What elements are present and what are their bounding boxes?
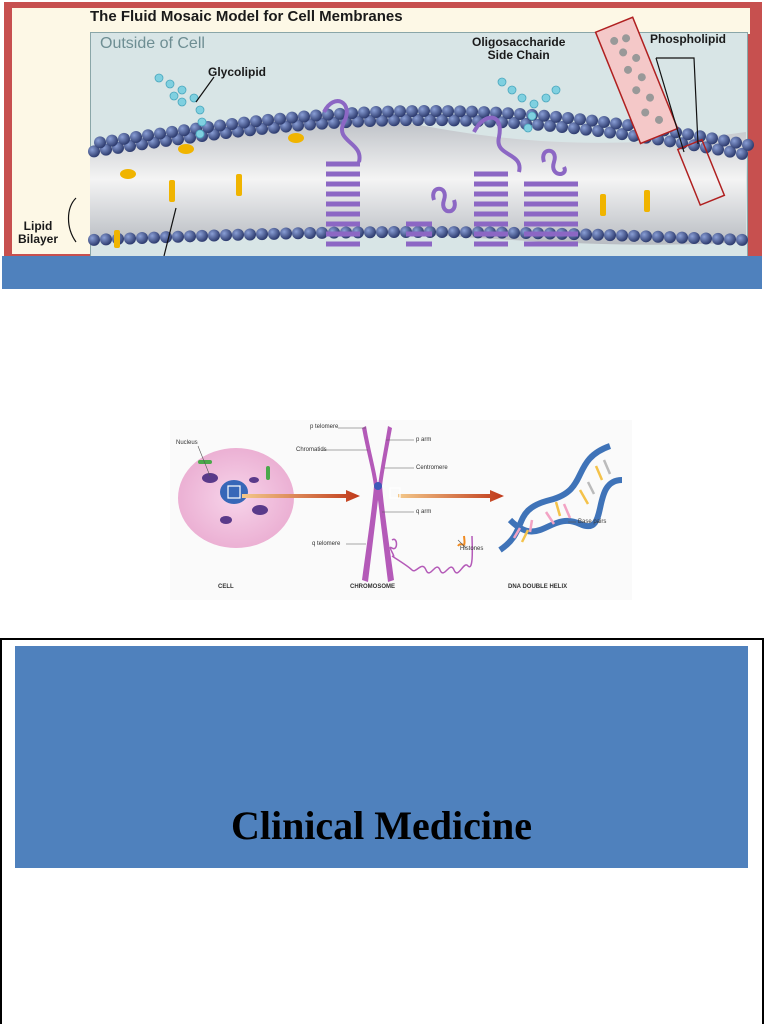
- chromosome: [362, 426, 394, 582]
- chromatids-label: Chromatids: [296, 447, 327, 453]
- phospholipid-label: Phospholipid: [650, 32, 726, 46]
- cell-caption: CELL: [218, 584, 234, 590]
- zoom-box-chromosome: [389, 487, 401, 499]
- golgi: [198, 460, 270, 480]
- title-box: Clinical Medicine: [15, 646, 748, 868]
- cover-frame: [0, 638, 764, 1024]
- upper-phospholipid-heads: [88, 104, 754, 160]
- sugar-chains: [154, 73, 561, 139]
- centromere-dot: [374, 482, 382, 490]
- p-telomere-label: p telomere: [310, 424, 339, 430]
- histones-label: Histones: [460, 546, 484, 552]
- histone-strand: [457, 535, 466, 547]
- oligosaccharide-label: Oligosaccharide Side Chain: [472, 35, 566, 62]
- integral-proteins: [322, 99, 578, 247]
- q-arm-label: q arm: [416, 509, 432, 515]
- chromosome-illustration: [178, 426, 623, 582]
- chromosome-caption: CHROMOSOME: [350, 584, 395, 590]
- lipid-bilayer-label: Lipid Bilayer: [18, 219, 59, 246]
- glycolipid-label: Glycolipid: [208, 65, 267, 79]
- nucleus-label: Nucleus: [176, 440, 198, 446]
- cholesterol-molecules: [114, 133, 650, 248]
- bilayer-leader: [163, 207, 177, 256]
- q-telomere-label: q telomere: [312, 541, 341, 547]
- figure-title: The Fluid Mosaic Model for Cell Membrane…: [90, 8, 403, 25]
- bilayer-bracket: [67, 197, 77, 243]
- p-arm-label: p arm: [416, 437, 432, 443]
- glycolipid-leader: [195, 76, 215, 103]
- figure-title-strip: [90, 8, 750, 34]
- header-band: [2, 256, 762, 289]
- dna-double-helix: [498, 443, 623, 553]
- phospholipid-callout: [594, 16, 726, 207]
- fluid-mosaic-figure: The Fluid Mosaic Model for Cell Membrane…: [4, 2, 762, 256]
- nucleus: [220, 480, 248, 504]
- chromosome-leaders: [197, 427, 576, 549]
- arrow-cell-to-chromosome: [242, 490, 360, 502]
- arrow-chromosome-to-dna: [398, 490, 504, 502]
- document-title: Clinical Medicine: [230, 803, 533, 848]
- figure-left-panel: [12, 8, 90, 254]
- membrane-illustration: [67, 16, 754, 256]
- zoom-box-cell: [227, 485, 241, 499]
- outside-of-cell-label: Outside of Cell: [100, 35, 205, 52]
- dna-caption: DNA DOUBLE HELIX: [508, 584, 568, 590]
- histone-coil: [389, 535, 474, 574]
- organelles: [202, 473, 268, 524]
- centromere-label: Centromere: [416, 465, 448, 471]
- cell-chromosome-dna-figure: Nucleus Chromatids p telomere p arm Cent…: [170, 420, 632, 600]
- base-pairs-label: Base pairs: [578, 519, 607, 525]
- bilayer-tails: [90, 113, 746, 245]
